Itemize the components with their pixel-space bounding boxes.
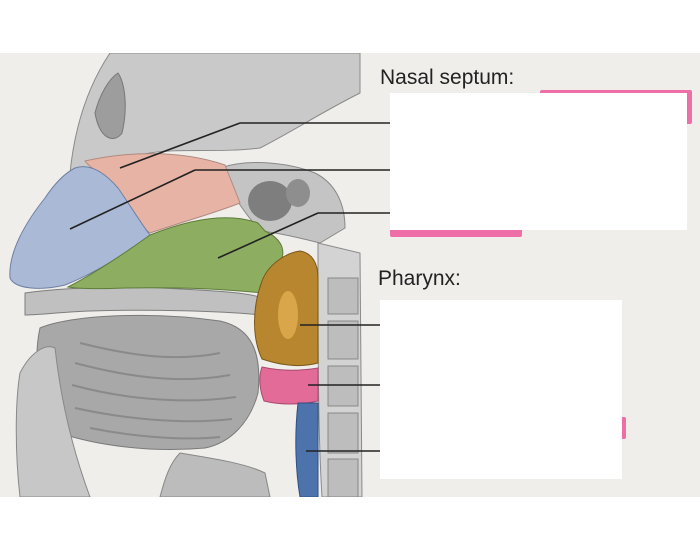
tongue <box>36 314 260 450</box>
pharynx-heading: Pharynx: <box>378 267 461 290</box>
auditory-tube-opening <box>278 291 298 339</box>
hard-palate <box>24 286 263 316</box>
vertebra-1 <box>327 277 359 315</box>
sphenoid-sinus <box>248 181 292 221</box>
leader-line-3 <box>217 212 319 259</box>
anatomy-photo: Nasal septum: Pharynx: <box>0 53 700 497</box>
vertebra-4 <box>327 412 359 454</box>
vertebra-5 <box>327 458 359 497</box>
nasal-septum-heading: Nasal septum: <box>380 66 515 89</box>
pharynx-answer-box[interactable] <box>380 300 622 479</box>
frontal-sinus <box>94 72 126 139</box>
vertebra-2 <box>327 320 359 360</box>
vomer-region <box>9 166 151 289</box>
leader-line-2 <box>69 169 196 230</box>
leader-line-1 <box>119 122 241 169</box>
sphenoid-sinus-2 <box>286 179 310 207</box>
nasal-septum-answer-box[interactable] <box>390 93 687 230</box>
laryngopharynx-region <box>295 402 319 497</box>
vertebra-3 <box>327 365 359 407</box>
oropharynx-region <box>259 366 319 405</box>
tongue-muscle-fibers <box>71 342 237 440</box>
mandible <box>15 346 91 497</box>
sagittal-head-illustration <box>9 53 390 497</box>
hyoid-region <box>159 452 271 497</box>
